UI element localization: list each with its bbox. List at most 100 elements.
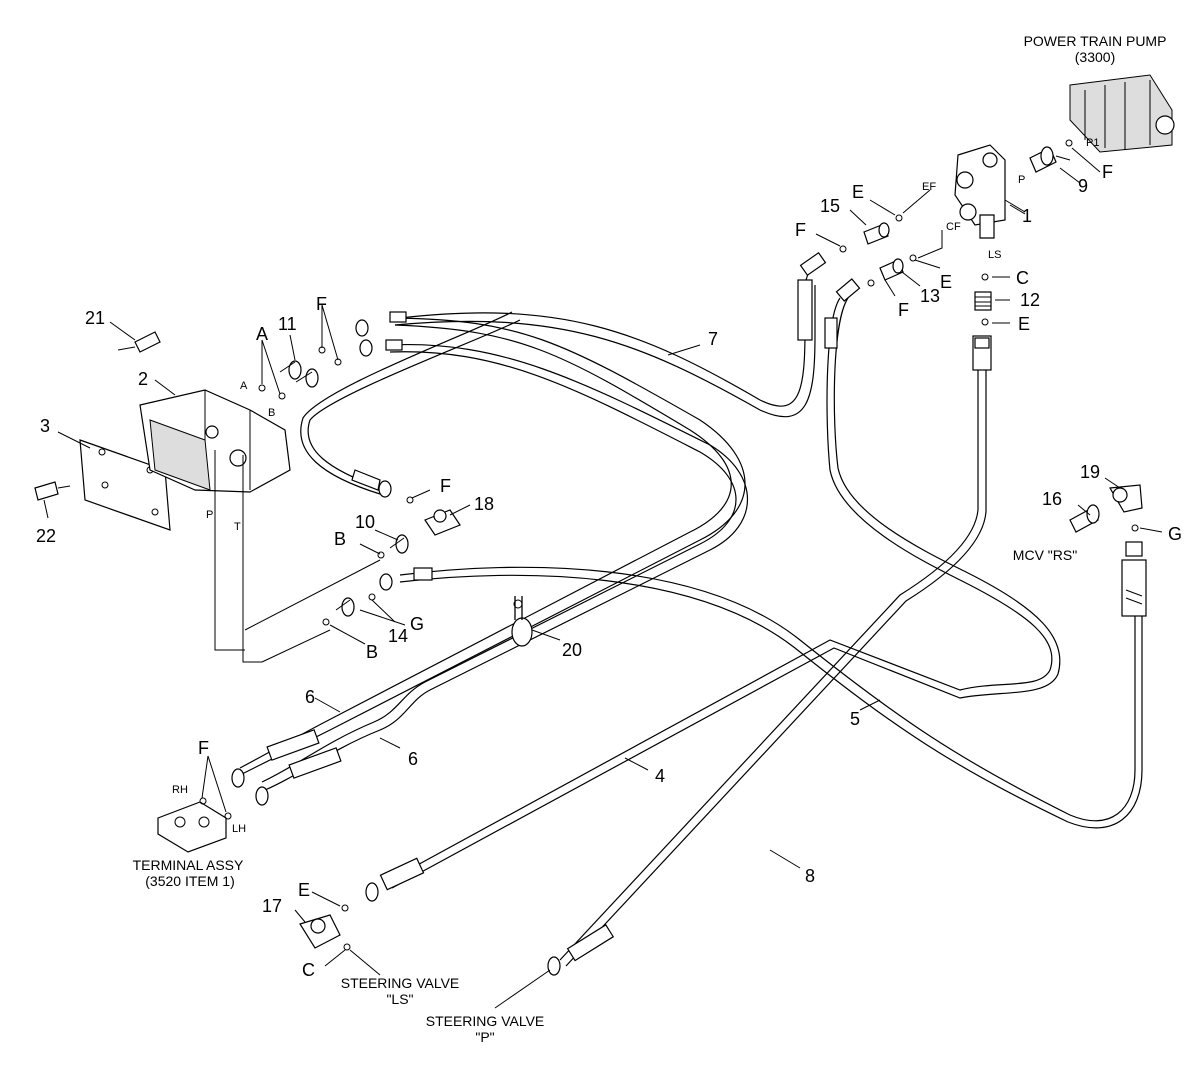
hose-loop-18 (300, 311, 521, 495)
o-rings (199, 139, 1139, 951)
callout-1: 1 (1022, 206, 1032, 226)
hose-end-4-bottom (365, 857, 425, 902)
letter-b-left: B (334, 529, 346, 549)
letter-f-13: F (898, 300, 909, 320)
callout-18: 18 (474, 494, 494, 514)
letter-f-term: F (198, 738, 209, 758)
letter-a-top: A (256, 324, 268, 344)
steering-p-label: STEERING VALVE (426, 1013, 545, 1029)
fitting-16 (1069, 504, 1100, 533)
valve-block-1 (954, 144, 1026, 239)
pump-code: (3300) (1075, 49, 1115, 65)
steering-ls-port: "LS" (386, 991, 413, 1007)
fitting-14 (335, 597, 355, 617)
port-lh: LH (232, 823, 246, 835)
callout-12: 12 (1020, 290, 1040, 310)
callout-13: 13 (920, 286, 940, 306)
steering-p-port: "P" (475, 1029, 494, 1045)
fitting-13 (879, 258, 904, 281)
letter-e-mid: E (940, 272, 952, 292)
port-t-valve: T (234, 521, 241, 533)
fitting-19 (1109, 484, 1143, 513)
terminal-assy-ref: (3520 ITEM 1) (145, 873, 234, 889)
hose-end-4-top (824, 278, 861, 349)
hose-end-7-top (797, 251, 827, 341)
fitting-9 (1029, 146, 1071, 173)
fitting-18 (424, 509, 461, 536)
steering-ls-label: STEERING VALVE (341, 975, 460, 991)
letter-callouts: A B B C C E E E E F F F F F F G G (198, 162, 1182, 980)
callout-14: 14 (388, 626, 408, 646)
terminal-assy (157, 801, 227, 853)
bolt-21 (117, 331, 161, 353)
letter-c-low: C (302, 960, 315, 980)
letter-e-12: E (1018, 314, 1030, 334)
port-ls: LS (988, 249, 1001, 261)
port-ef: EF (922, 181, 936, 193)
letter-f-pump: F (1102, 162, 1113, 182)
pump-title: POWER TRAIN PUMP (1024, 33, 1167, 49)
callout-6a: 6 (305, 687, 315, 707)
hose-end-8-top (972, 335, 992, 371)
port-line-p (214, 450, 245, 651)
leader-b-10 (244, 559, 381, 631)
fitting-11 (279, 360, 319, 388)
leader-b-14 (261, 629, 331, 663)
callout-9: 9 (1078, 176, 1088, 196)
port-line-t (242, 455, 262, 663)
callout-5: 5 (850, 709, 860, 729)
callout-15: 15 (820, 196, 840, 216)
mcv-label: MCV "RS" (1013, 547, 1077, 563)
port-rh: RH (172, 784, 188, 796)
hose-ends-6 (231, 729, 342, 806)
clamp-20 (511, 596, 533, 647)
fitting-12 (974, 291, 992, 311)
callout-19: 19 (1080, 462, 1100, 482)
callout-4: 4 (655, 766, 665, 786)
hose-5 (399, 566, 1143, 829)
letter-b-low: B (366, 642, 378, 662)
bolt-22 (34, 481, 71, 501)
callout-3: 3 (40, 416, 50, 436)
hose-ends-left-top (355, 311, 407, 357)
mounting-plate-3 (79, 439, 171, 531)
callout-17: 17 (262, 896, 282, 916)
fitting-17 (299, 914, 341, 949)
port-cf: CF (946, 221, 961, 233)
terminal-assy-label: TERMINAL ASSY (133, 857, 244, 873)
hose-4 (389, 297, 1061, 889)
fitting-15 (863, 222, 890, 245)
hose-6-upper (239, 317, 746, 776)
letter-c-right: C (1016, 268, 1029, 288)
callout-2: 2 (138, 369, 148, 389)
callout-7: 7 (708, 329, 718, 349)
port-labels: EF P CF LS P1 A B P T RH LH (172, 137, 1099, 835)
power-train-pump (1069, 74, 1175, 153)
letter-f-left: F (795, 220, 806, 240)
callout-21: 21 (85, 308, 105, 328)
letter-f-11: F (316, 294, 327, 314)
hose-end-loop (351, 469, 392, 498)
callout-16: 16 (1042, 489, 1062, 509)
port-a: A (240, 380, 248, 392)
letter-e-top: E (852, 182, 864, 202)
port-b: B (268, 407, 275, 419)
letter-g-right: G (1168, 524, 1182, 544)
hose-end-5-left (379, 567, 433, 591)
callout-numbers: 1 2 3 4 5 6 6 7 8 9 10 11 12 13 14 15 16… (36, 176, 1100, 916)
hose-8 (559, 360, 987, 967)
fitting-10 (389, 534, 409, 554)
hose-6-lower (261, 343, 748, 791)
port-p1: P1 (1086, 137, 1099, 149)
captions: POWER TRAIN PUMP (3300) MCV "RS" TERMINA… (133, 33, 1167, 1045)
callout-10: 10 (355, 512, 375, 532)
port-p: P (1018, 174, 1025, 186)
callout-20: 20 (562, 640, 582, 660)
callout-22: 22 (36, 526, 56, 546)
callout-11: 11 (278, 314, 297, 334)
hose-end-5-top (1121, 541, 1147, 617)
leader-lines (43, 147, 1163, 1009)
letter-g-14: G (410, 614, 424, 634)
